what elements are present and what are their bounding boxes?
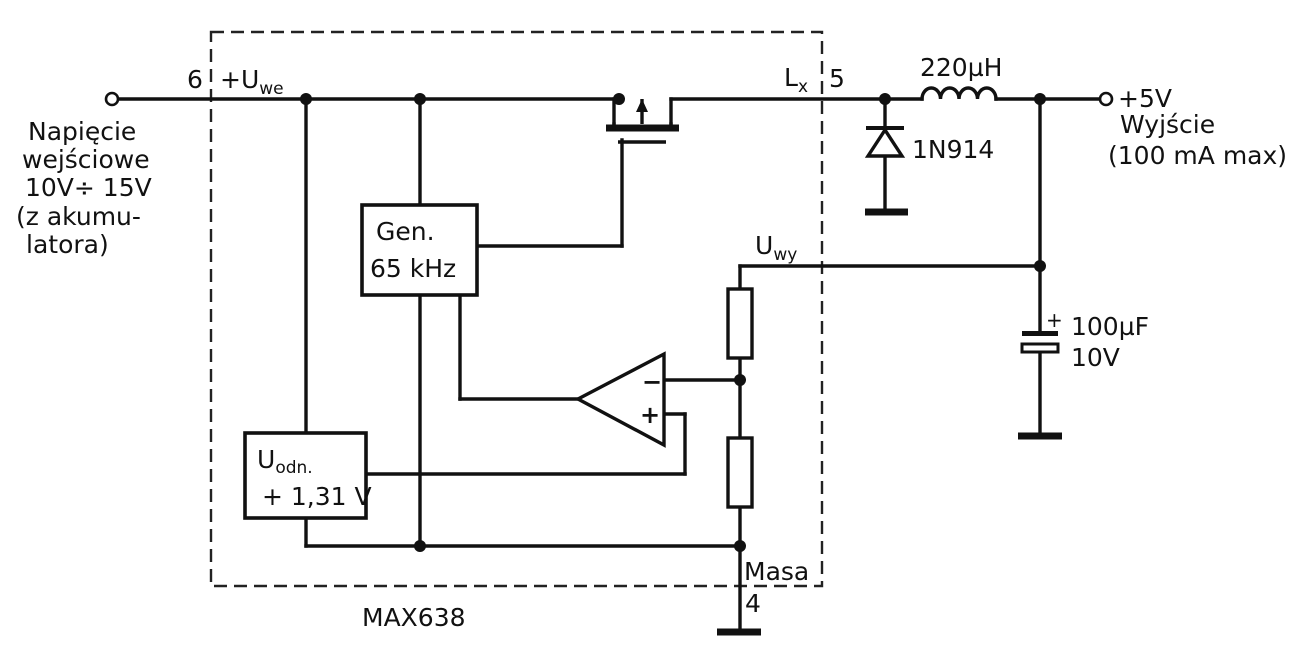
comparator-minus: − <box>642 368 662 396</box>
junctions <box>300 93 1046 552</box>
resistor-upper <box>726 287 754 360</box>
lx-pin-label: Lx <box>784 63 808 97</box>
reference-box <box>243 431 368 520</box>
generator-label-2: 65 kHz <box>370 254 456 283</box>
output-voltage: +5V <box>1118 84 1172 113</box>
capacitor-plus: + <box>1046 308 1063 332</box>
capacitor <box>1020 331 1060 354</box>
comparator-plus: + <box>640 401 660 429</box>
diode-label: 1N914 <box>912 135 994 164</box>
capacitor-value: 100µF <box>1071 312 1149 341</box>
svg-text:10V÷ 15V: 10V÷ 15V <box>25 173 152 202</box>
pin-input-number: 6 <box>187 65 203 94</box>
svg-text:wejściowe: wejściowe <box>22 145 150 174</box>
diode-1n914 <box>864 126 906 158</box>
inductor-label: 220µH <box>920 53 1002 82</box>
generator-label-1: Gen. <box>376 217 435 246</box>
ic-boundary <box>209 30 824 588</box>
pin-ground-number: 4 <box>745 589 761 618</box>
svg-text:Napięcie: Napięcie <box>28 117 136 146</box>
capacitor-voltage: 10V <box>1071 343 1120 372</box>
reference-label-1: Uodn. <box>257 445 313 478</box>
output-desc-1: Wyjście <box>1120 110 1215 139</box>
input-terminal <box>104 91 120 107</box>
wires <box>116 97 1102 634</box>
inductor <box>920 86 998 101</box>
resistor-lower <box>726 436 754 509</box>
pin-lx-number: 5 <box>829 64 845 93</box>
ground-label: Masa <box>744 557 809 586</box>
reference-label-2: + 1,31 V <box>262 482 372 511</box>
svg-text:(z akumu-: (z akumu- <box>16 202 141 231</box>
output-terminal <box>1098 91 1114 107</box>
output-desc-2: (100 mA max) <box>1108 141 1287 170</box>
comparator <box>574 351 666 448</box>
input-pin-label: +Uwe <box>220 65 284 99</box>
generator-box <box>360 203 479 297</box>
output-sense-label: Uwy <box>755 231 797 265</box>
mosfet-switch <box>606 99 679 144</box>
svg-text:latora): latora) <box>26 230 109 259</box>
ic-name: MAX638 <box>362 603 466 632</box>
input-description: Napięcie wejściowe 10V÷ 15V (z akumu- la… <box>16 117 152 259</box>
